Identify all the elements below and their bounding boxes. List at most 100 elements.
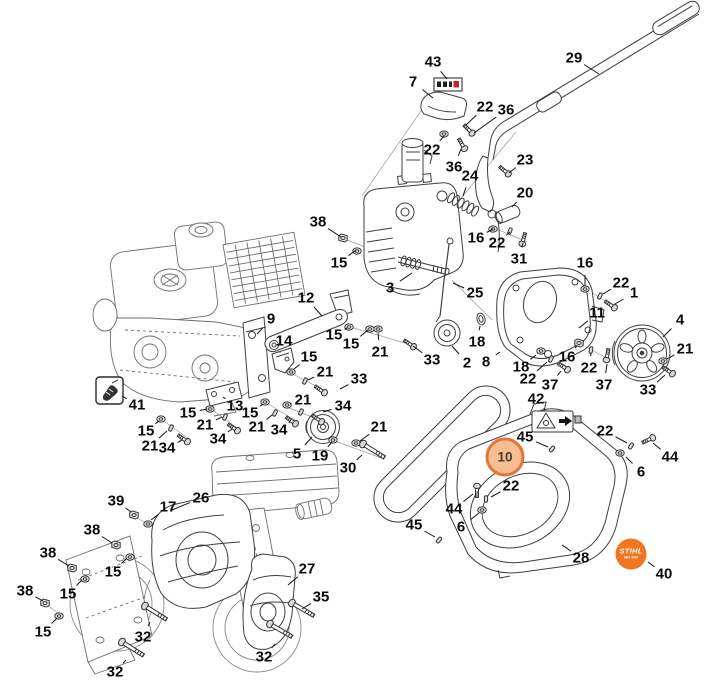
part-callout-30[interactable]: 30	[339, 459, 357, 477]
part-callout-41[interactable]: 41	[128, 396, 146, 414]
part-callout-32[interactable]: 32	[106, 663, 124, 681]
part-callout-21[interactable]: 21	[371, 343, 389, 361]
part-callout-11[interactable]: 11	[589, 304, 605, 322]
part-callout-13[interactable]: 13	[226, 397, 244, 415]
part-callout-21[interactable]: 21	[676, 340, 694, 358]
part-callout-33[interactable]: 33	[350, 370, 368, 388]
part-callout-19[interactable]: 19	[311, 447, 329, 465]
part-callout-38[interactable]: 38	[309, 213, 327, 231]
part-callout-25[interactable]: 25	[466, 284, 484, 302]
part-callout-12[interactable]: 12	[297, 289, 315, 307]
part-callout-32[interactable]: 32	[255, 648, 273, 666]
part-callout-37[interactable]: 37	[595, 376, 613, 394]
part-callout-15[interactable]: 15	[104, 563, 122, 581]
part-callout-36[interactable]: 36	[445, 158, 463, 176]
part-callout-24[interactable]: 24	[461, 167, 479, 185]
part-callout-15[interactable]: 15	[179, 404, 197, 422]
part-callout-33[interactable]: 33	[423, 351, 441, 369]
pulley-4-drawing	[611, 324, 671, 382]
part-callout-20[interactable]: 20	[516, 184, 534, 202]
handlebar-drawing	[475, 0, 700, 253]
part-callout-15[interactable]: 15	[330, 254, 348, 272]
part-callout-44[interactable]: 44	[445, 500, 463, 518]
part-callout-15[interactable]: 15	[137, 422, 155, 440]
part-callout-5[interactable]: 5	[292, 445, 302, 463]
part-callout-15[interactable]: 15	[300, 348, 318, 366]
part-callout-23[interactable]: 23	[516, 151, 534, 169]
part-callout-21[interactable]: 21	[141, 437, 159, 455]
part-callout-16[interactable]: 16	[558, 348, 576, 366]
part-callout-22[interactable]: 22	[423, 141, 441, 159]
part-callout-2[interactable]: 2	[462, 354, 472, 372]
part-callout-21[interactable]: 21	[316, 363, 334, 381]
shaft-drawing	[397, 237, 486, 347]
part-callout-22[interactable]: 22	[502, 477, 520, 495]
stihl-logo-badge: STIHL MH 600	[615, 538, 647, 570]
part-callout-44[interactable]: 44	[661, 448, 679, 466]
part-callout-32[interactable]: 32	[134, 628, 152, 646]
part-callout-31[interactable]: 31	[510, 250, 528, 268]
part-callout-39[interactable]: 39	[107, 492, 125, 510]
gearbox-drawing	[363, 138, 464, 296]
part-callout-37[interactable]: 37	[541, 376, 559, 394]
part-callout-15[interactable]: 15	[241, 404, 259, 422]
part-callout-34[interactable]: 34	[270, 421, 288, 439]
part-callout-15[interactable]: 15	[59, 585, 77, 603]
part-callout-35[interactable]: 35	[312, 588, 330, 606]
part-callout-22[interactable]: 22	[596, 422, 614, 440]
part-callout-27[interactable]: 27	[298, 560, 316, 578]
part-callout-18[interactable]: 18	[512, 358, 530, 376]
part-callout-34[interactable]: 34	[334, 397, 352, 415]
part-callout-22[interactable]: 22	[488, 234, 506, 252]
throttle-label-43	[433, 77, 463, 92]
part-callout-4[interactable]: 4	[675, 311, 685, 329]
part-callout-15[interactable]: 15	[342, 335, 360, 353]
part-callout-22[interactable]: 22	[580, 359, 598, 377]
part-callout-26[interactable]: 26	[192, 489, 210, 507]
part-callout-38[interactable]: 38	[16, 582, 34, 600]
part-callout-14[interactable]: 14	[275, 332, 293, 350]
part-callout-34[interactable]: 34	[158, 439, 176, 457]
part-callout-21[interactable]: 21	[294, 391, 312, 409]
stihl-model-text: MH 600	[623, 554, 638, 560]
part-callout-21[interactable]: 21	[248, 418, 266, 436]
part-callout-28[interactable]: 28	[572, 549, 590, 567]
part-callout-36[interactable]: 36	[497, 101, 515, 119]
part-callout-38[interactable]: 38	[39, 544, 57, 562]
part-callout-15[interactable]: 15	[34, 623, 52, 641]
part-callout-38[interactable]: 38	[83, 521, 101, 539]
highlighted-position-badge[interactable]: 10	[485, 437, 525, 477]
spring-24-drawing	[447, 192, 480, 217]
part-callout-45[interactable]: 45	[516, 428, 534, 446]
part-callout-22[interactable]: 22	[612, 274, 630, 292]
part-callout-6[interactable]: 6	[456, 518, 466, 536]
part-callout-6[interactable]: 6	[636, 463, 646, 481]
part-callout-3[interactable]: 3	[385, 279, 395, 297]
part-callout-21[interactable]: 21	[370, 418, 388, 436]
part-callout-45[interactable]: 45	[405, 516, 423, 534]
part-callout-40[interactable]: 40	[655, 565, 673, 583]
part-callout-33[interactable]: 33	[639, 381, 657, 399]
stihl-logo-text: STIHL	[619, 546, 643, 556]
part-callout-1[interactable]: 1	[629, 284, 639, 302]
part-callout-7[interactable]: 7	[408, 73, 418, 91]
part-callout-16[interactable]: 16	[576, 254, 594, 272]
part-callout-22[interactable]: 22	[476, 98, 494, 116]
gloves-icon-41	[95, 376, 124, 405]
part-callout-9[interactable]: 9	[266, 310, 276, 328]
part-callout-18[interactable]: 18	[468, 333, 486, 351]
part-callout-21[interactable]: 21	[196, 416, 214, 434]
cable-end-20-drawing	[494, 204, 521, 224]
throttle-cover-7-drawing	[420, 91, 467, 121]
part-callout-42[interactable]: 42	[527, 390, 545, 408]
part-callout-29[interactable]: 29	[565, 49, 583, 67]
part-callout-15[interactable]: 15	[325, 326, 343, 344]
part-callout-8[interactable]: 8	[481, 353, 491, 371]
part-callout-34[interactable]: 34	[209, 430, 227, 448]
part-callout-17[interactable]: 17	[159, 498, 177, 516]
part-callout-43[interactable]: 43	[424, 53, 442, 71]
part-callout-16[interactable]: 16	[467, 229, 485, 247]
part-callout-22[interactable]: 22	[519, 370, 537, 388]
bracket-14-drawing	[271, 347, 295, 374]
